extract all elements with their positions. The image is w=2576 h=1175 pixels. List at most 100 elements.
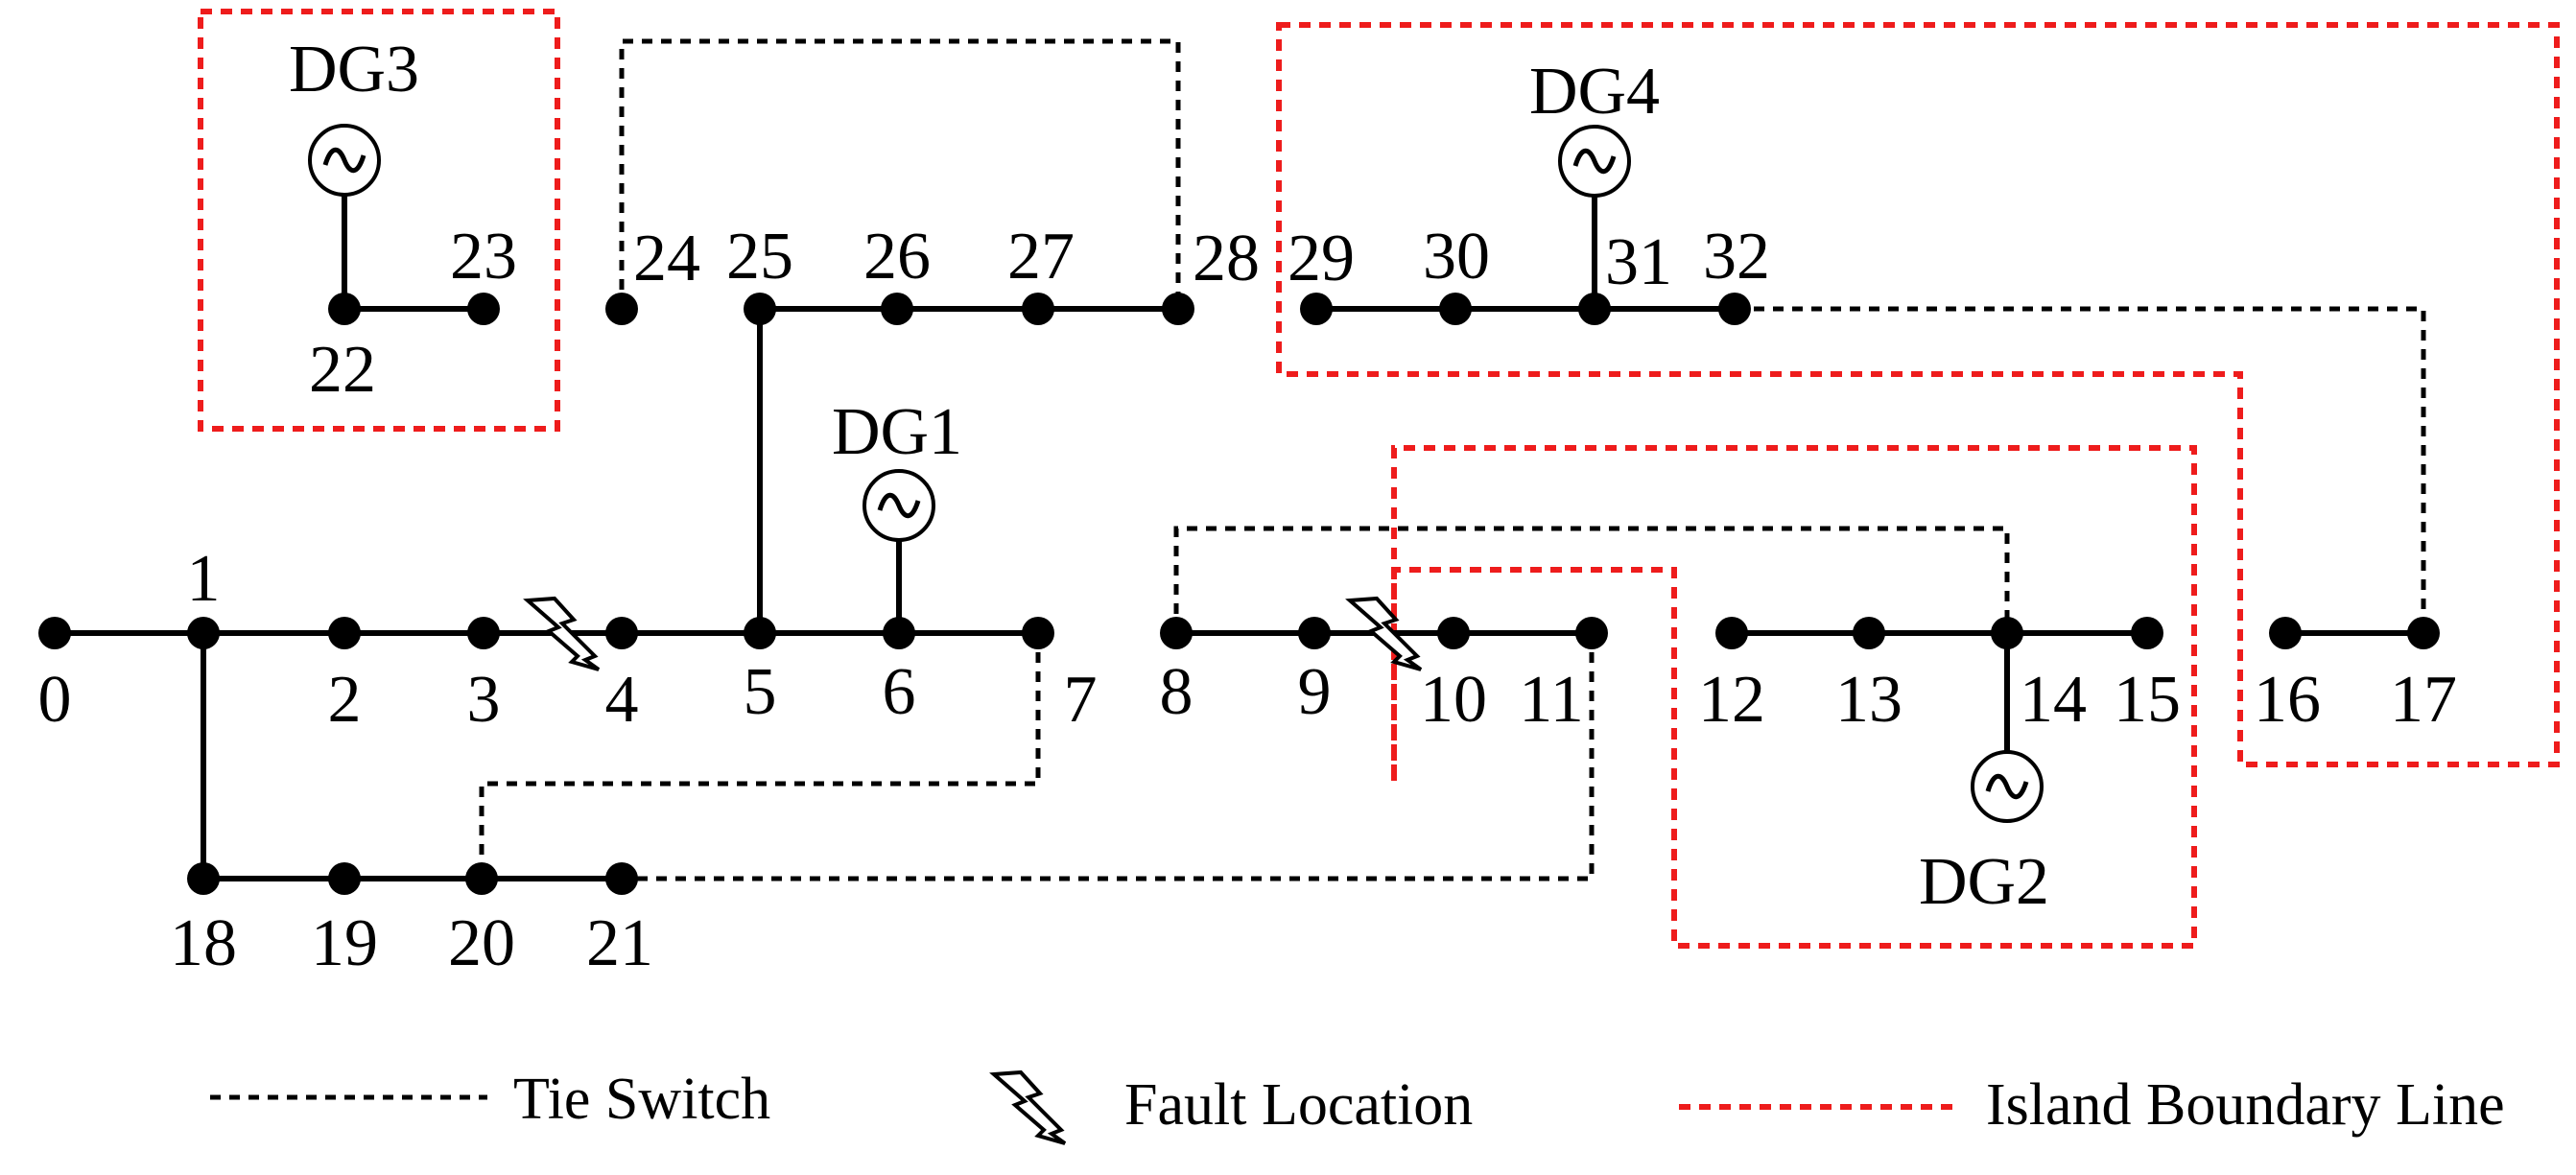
bus-label-25: 25: [726, 220, 793, 294]
bus-label-19: 19: [311, 906, 378, 980]
bus-15: [2131, 617, 2163, 649]
bus-3: [467, 617, 500, 649]
bus-11: [1575, 617, 1608, 649]
bus-label-2: 2: [328, 663, 362, 737]
fault-location-9-10: [1345, 596, 1423, 671]
bus-2: [328, 617, 361, 649]
dg4-label: DG4: [1529, 55, 1660, 129]
lightning-bolt-icon: [1345, 596, 1423, 671]
lightning-bolt-icon: [989, 1069, 1067, 1145]
bus-label-29: 29: [1288, 222, 1355, 295]
bus-16: [2269, 617, 2302, 649]
bus-21: [605, 862, 638, 895]
bus-6: [883, 617, 915, 649]
island-dg4: [1276, 22, 2560, 767]
bus-0: [38, 617, 71, 649]
bus-label-8: 8: [1160, 655, 1193, 729]
bus-23: [467, 293, 500, 325]
island-dg3: [198, 9, 560, 432]
bus-9: [1298, 617, 1331, 649]
legend-island-boundary-label: Island Boundary Line: [1986, 1072, 2505, 1138]
dg2-label: DG2: [1919, 845, 2049, 919]
dg1: DG1: [832, 395, 962, 542]
bus-label-23: 23: [450, 220, 517, 294]
tie-switch-32-17: [1735, 306, 2426, 633]
bus-label-28: 28: [1193, 222, 1260, 295]
bus-10: [1437, 617, 1470, 649]
lightning-bolt-icon: [523, 596, 601, 671]
bus-18: [187, 862, 220, 895]
bus-30: [1439, 293, 1472, 325]
bus-label-15: 15: [2114, 663, 2181, 737]
bus-label-20: 20: [448, 906, 515, 980]
bus-4: [605, 617, 638, 649]
bus-label-1: 1: [187, 542, 221, 616]
bus-label-3: 3: [467, 663, 501, 737]
bus-nodes: [38, 293, 2440, 895]
island-boundaries: [198, 9, 2560, 949]
legend: Tie Switch Fault Location Island Boundar…: [210, 1067, 2505, 1145]
bus-32: [1718, 293, 1751, 325]
bus-label-21: 21: [586, 906, 653, 980]
bus-labels: 0 1 2 3 4 5 6 7 8 9 10 11 12 13 14 15 16…: [38, 220, 2458, 980]
dg1-label: DG1: [832, 395, 962, 469]
legend-fault-location-label: Fault Location: [1124, 1072, 1473, 1138]
bus-label-7: 7: [1064, 663, 1098, 737]
bus-label-18: 18: [170, 906, 237, 980]
bus-22: [328, 293, 361, 325]
bus-19: [328, 862, 361, 895]
bus-20: [465, 862, 498, 895]
bus-8: [1160, 617, 1193, 649]
bus-12: [1715, 617, 1748, 649]
dg-wave: [1985, 773, 2029, 800]
island-dg2: [1391, 445, 2197, 949]
bus-label-11: 11: [1519, 663, 1583, 737]
bus-label-32: 32: [1703, 220, 1770, 294]
dg-wave: [877, 492, 921, 519]
tie-switch-24-28: [619, 38, 1181, 309]
bus-label-6: 6: [883, 655, 916, 729]
bus-label-10: 10: [1420, 663, 1487, 737]
tie-switch-11-21: [622, 633, 1595, 881]
bus-label-27: 27: [1007, 220, 1075, 294]
dg3: DG3: [289, 33, 419, 197]
bus-label-14: 14: [2020, 663, 2087, 737]
dg2: DG2: [1919, 750, 2049, 919]
bus-28: [1162, 293, 1194, 325]
bus-24: [605, 293, 638, 325]
tie-switch-7-20: [479, 633, 1041, 879]
bus-7: [1022, 617, 1054, 649]
bus-label-22: 22: [309, 333, 376, 407]
bus-31: [1578, 293, 1611, 325]
bus-26: [881, 293, 913, 325]
bus-25: [744, 293, 776, 325]
legend-fault-symbol: [989, 1069, 1067, 1145]
bus-17: [2407, 617, 2440, 649]
dg4: DG4: [1529, 55, 1660, 198]
bus-1: [187, 617, 220, 649]
bus-label-4: 4: [605, 663, 639, 737]
bus-label-17: 17: [2390, 663, 2457, 737]
tie-switch-8-14: [1173, 526, 2010, 633]
bus-label-26: 26: [863, 220, 931, 294]
legend-tie-switch-label: Tie Switch: [513, 1067, 770, 1132]
bus-label-0: 0: [38, 663, 72, 737]
bus-label-30: 30: [1423, 220, 1490, 294]
bus-label-13: 13: [1835, 663, 1902, 737]
dg3-label: DG3: [289, 33, 419, 106]
bus-13: [1853, 617, 1885, 649]
dg-wave: [322, 147, 366, 174]
tie-switches: [479, 38, 2426, 881]
dg-wave: [1572, 148, 1617, 175]
bus-label-12: 12: [1698, 663, 1765, 737]
bus-label-31: 31: [1605, 225, 1672, 299]
bus-label-5: 5: [744, 655, 777, 729]
bus-29: [1300, 293, 1333, 325]
bus-label-16: 16: [2254, 663, 2321, 737]
bus-14: [1991, 617, 2023, 649]
bus-label-9: 9: [1298, 655, 1332, 729]
bus-27: [1022, 293, 1054, 325]
fault-location-3-4: [523, 596, 601, 671]
bus-5: [744, 617, 776, 649]
